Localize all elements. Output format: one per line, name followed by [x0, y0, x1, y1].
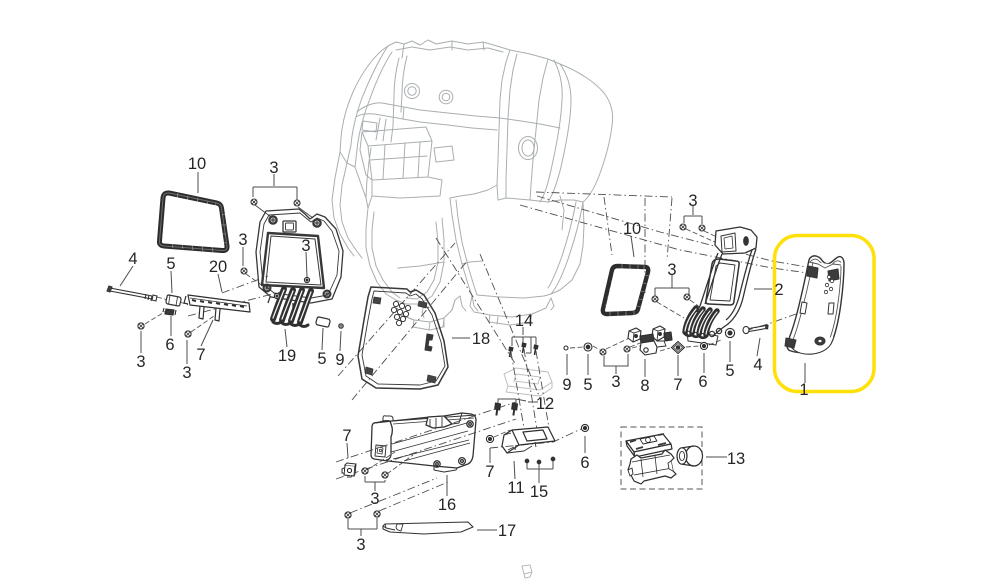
svg-text:7: 7	[673, 376, 682, 394]
svg-text:3: 3	[182, 364, 191, 382]
svg-text:9: 9	[335, 351, 344, 369]
svg-text:15: 15	[530, 483, 548, 501]
svg-text:5: 5	[317, 350, 326, 368]
svg-text:3: 3	[688, 192, 697, 210]
svg-text:20: 20	[209, 258, 227, 276]
svg-text:12: 12	[536, 395, 554, 413]
svg-text:13: 13	[727, 450, 745, 468]
svg-text:10: 10	[188, 155, 206, 173]
svg-text:3: 3	[238, 231, 247, 249]
svg-text:3: 3	[370, 490, 379, 508]
svg-text:10: 10	[623, 220, 641, 238]
svg-text:3: 3	[301, 237, 310, 255]
svg-text:16: 16	[438, 496, 456, 514]
svg-text:4: 4	[128, 250, 137, 268]
svg-text:7: 7	[342, 427, 351, 445]
svg-text:3: 3	[356, 536, 365, 554]
svg-text:11: 11	[507, 479, 524, 497]
svg-text:5: 5	[725, 362, 734, 380]
svg-text:19: 19	[278, 347, 296, 365]
svg-text:6: 6	[165, 336, 174, 354]
svg-text:3: 3	[611, 373, 620, 391]
svg-text:7: 7	[485, 463, 494, 481]
svg-text:1: 1	[799, 381, 808, 399]
svg-text:8: 8	[640, 377, 649, 395]
svg-text:5: 5	[166, 255, 175, 273]
svg-text:6: 6	[698, 373, 707, 391]
svg-text:7: 7	[196, 346, 205, 364]
svg-text:17: 17	[498, 522, 516, 540]
svg-text:6: 6	[580, 454, 589, 472]
svg-text:3: 3	[136, 353, 145, 371]
svg-text:2: 2	[774, 281, 783, 299]
svg-text:14: 14	[515, 312, 533, 330]
svg-text:18: 18	[472, 330, 490, 348]
svg-text:3: 3	[667, 261, 676, 279]
svg-text:5: 5	[583, 376, 592, 394]
svg-text:4: 4	[753, 356, 762, 374]
svg-text:3: 3	[269, 159, 278, 177]
svg-text:9: 9	[562, 376, 571, 394]
